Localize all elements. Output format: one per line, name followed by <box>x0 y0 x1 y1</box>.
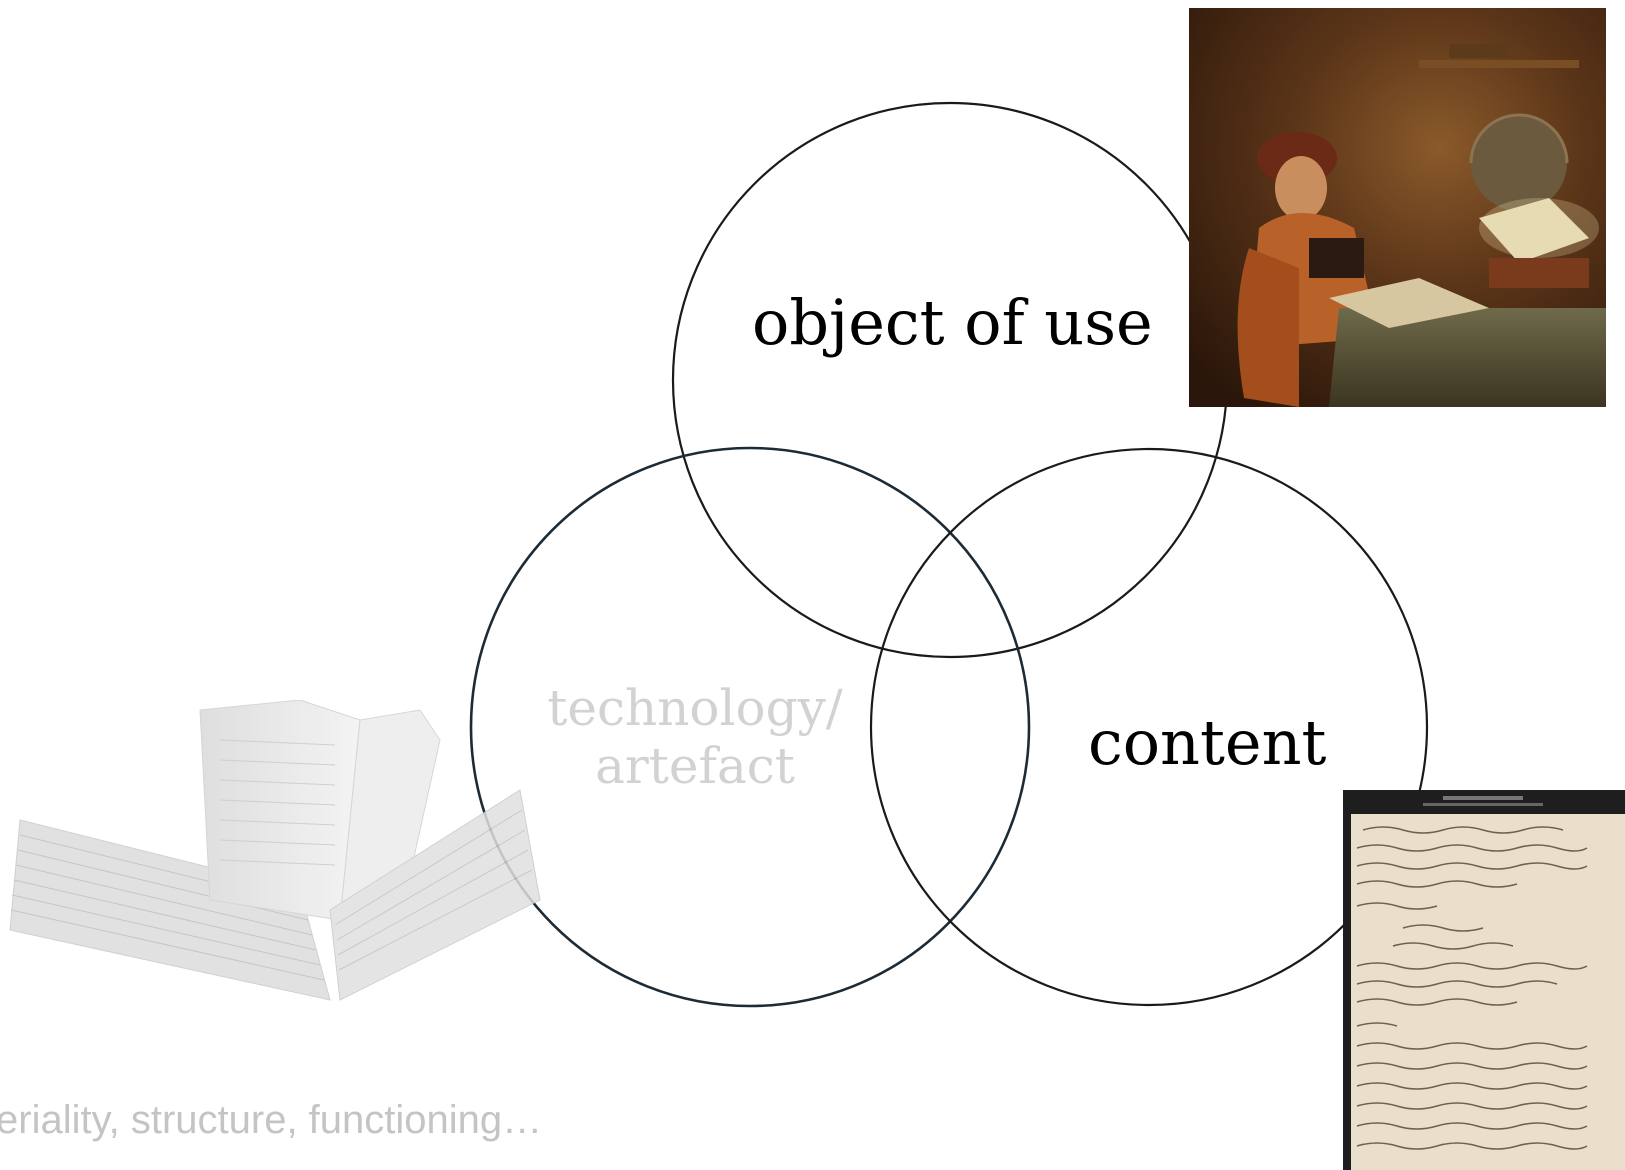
label-technology-line-1: technology/ <box>547 679 843 737</box>
handwritten-manuscript-image <box>1343 790 1625 1170</box>
label-technology-line-2: artefact <box>595 736 795 795</box>
circle-technology-artefact <box>469 446 1031 1008</box>
circle-content <box>869 447 1429 1007</box>
circle-object-of-use <box>671 101 1229 659</box>
label-technology-artefact: technology/ artefact <box>530 679 860 795</box>
scholar-painting-image <box>1189 8 1606 407</box>
caption-text: eriality, structure, functioning… <box>0 1098 543 1142</box>
label-content: content <box>1088 706 1327 779</box>
label-object-of-use: object of use <box>752 286 1153 359</box>
open-book-image <box>0 700 545 1020</box>
